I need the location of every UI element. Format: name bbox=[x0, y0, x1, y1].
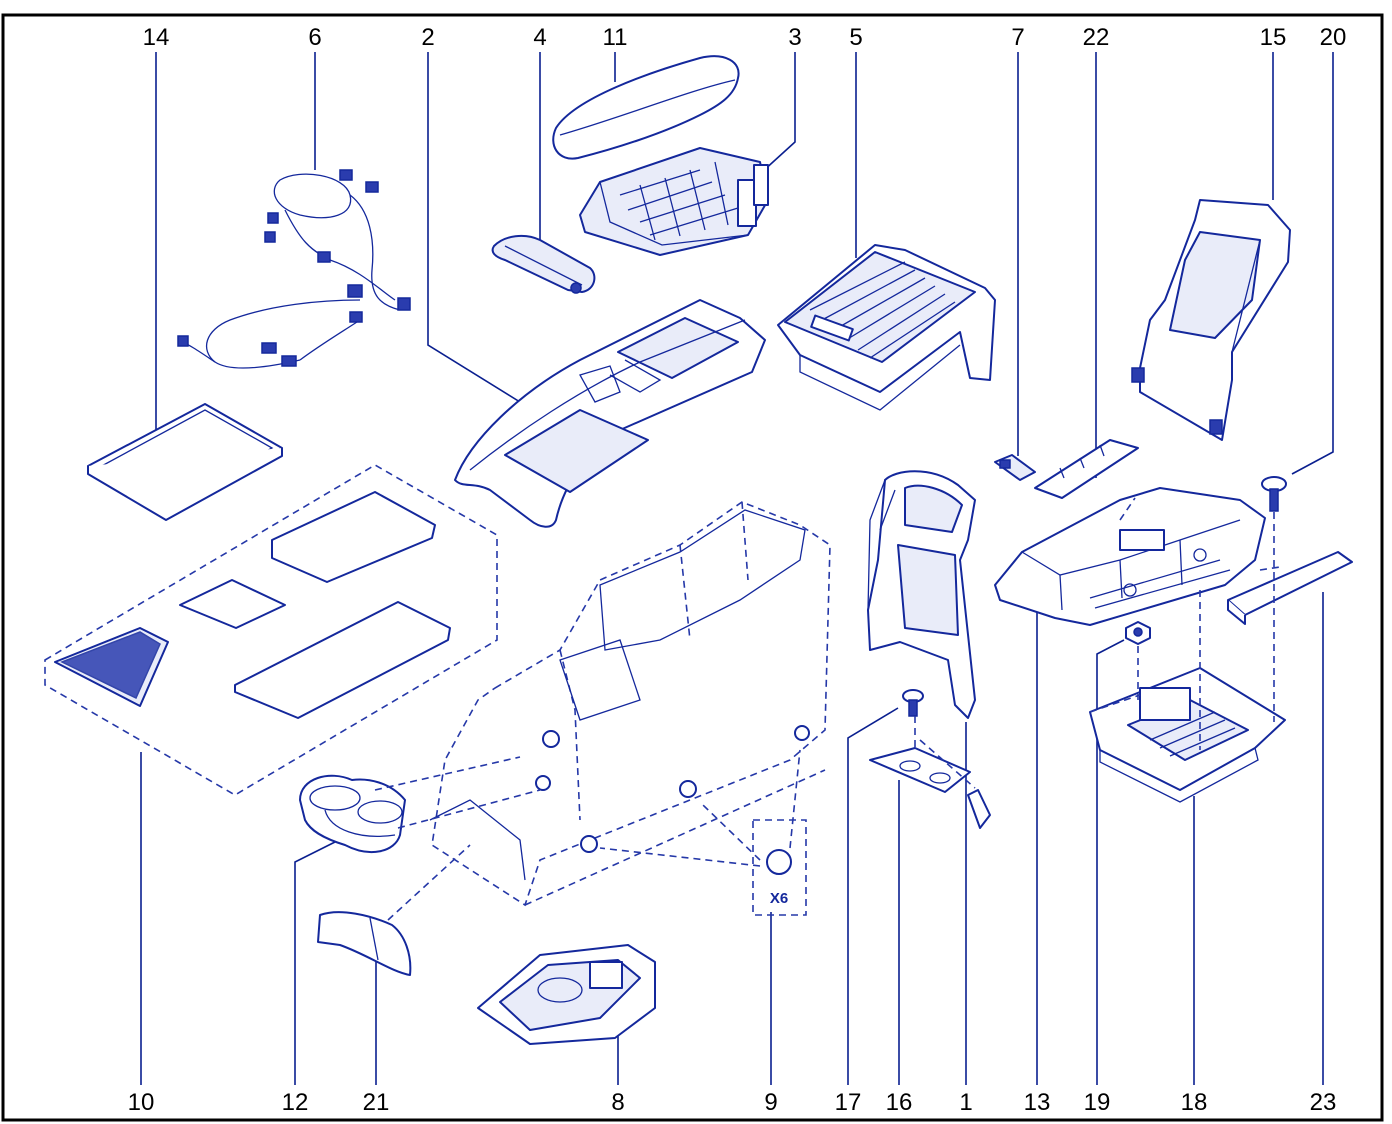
part-16-bracket bbox=[869, 747, 991, 829]
part-11-armrest-cover bbox=[552, 55, 740, 160]
leader-20 bbox=[1291, 52, 1334, 475]
part-15-rear-panel bbox=[1131, 199, 1291, 441]
part-12-cup-holder bbox=[299, 774, 406, 853]
leader-12 bbox=[294, 841, 336, 1085]
part-23-side-trim bbox=[1227, 551, 1353, 625]
callout-18: 18 bbox=[1181, 1089, 1208, 1116]
part-3-armrest-mechanism bbox=[579, 147, 769, 256]
part-6-wiring-harness bbox=[177, 169, 411, 369]
callout-13: 13 bbox=[1024, 1089, 1051, 1116]
part-13-bracket bbox=[994, 487, 1266, 626]
part-1-front-panel bbox=[867, 470, 976, 719]
quantity-label: X6 bbox=[770, 890, 788, 907]
part-10-mat-set bbox=[44, 464, 498, 796]
callout-19: 19 bbox=[1084, 1089, 1111, 1116]
callout-17: 17 bbox=[835, 1089, 862, 1116]
part-2-console-trim bbox=[454, 299, 766, 528]
callout-14: 14 bbox=[143, 24, 170, 51]
part-20-screw bbox=[1261, 476, 1287, 512]
part-18-lower-tray bbox=[1089, 667, 1286, 803]
callout-2: 2 bbox=[421, 24, 434, 51]
part-22-trim-strip bbox=[1034, 439, 1139, 499]
leader-2 bbox=[427, 52, 521, 403]
callout-23: 23 bbox=[1310, 1089, 1337, 1116]
callout-6: 6 bbox=[308, 24, 321, 51]
part-14-mat bbox=[87, 403, 283, 521]
callout-16: 16 bbox=[886, 1089, 913, 1116]
callout-1: 1 bbox=[959, 1089, 972, 1116]
part-5-storage-bin bbox=[777, 244, 996, 411]
callout-3: 3 bbox=[788, 24, 801, 51]
callout-8: 8 bbox=[611, 1089, 624, 1116]
assembly-guides bbox=[374, 497, 1281, 921]
part-4-latch bbox=[491, 234, 596, 294]
leader-17 bbox=[847, 707, 899, 1085]
part-7-switch bbox=[994, 454, 1036, 481]
clip-ring-icon bbox=[766, 849, 792, 875]
callout-10: 10 bbox=[128, 1089, 155, 1116]
diagram-border bbox=[1, 13, 1384, 1122]
part-8-rear-module bbox=[477, 944, 656, 1045]
callout-21: 21 bbox=[363, 1089, 390, 1116]
console-body bbox=[429, 501, 831, 907]
callout-20: 20 bbox=[1320, 24, 1347, 51]
part-21-trim-panel bbox=[317, 911, 412, 976]
callout-12: 12 bbox=[282, 1089, 309, 1116]
leader-3 bbox=[761, 52, 796, 173]
leader-19 bbox=[1096, 639, 1125, 1085]
part-9-clip-group: X6 bbox=[752, 819, 807, 916]
callout-9: 9 bbox=[764, 1089, 777, 1116]
part-17-clip bbox=[902, 689, 924, 717]
leader-lines bbox=[140, 52, 1334, 1085]
callout-22: 22 bbox=[1083, 24, 1110, 51]
callout-11: 11 bbox=[603, 24, 628, 51]
callout-5: 5 bbox=[849, 24, 862, 51]
callout-7: 7 bbox=[1011, 24, 1024, 51]
part-19-nut bbox=[1125, 621, 1151, 645]
callout-15: 15 bbox=[1260, 24, 1287, 51]
callout-4: 4 bbox=[533, 24, 546, 51]
